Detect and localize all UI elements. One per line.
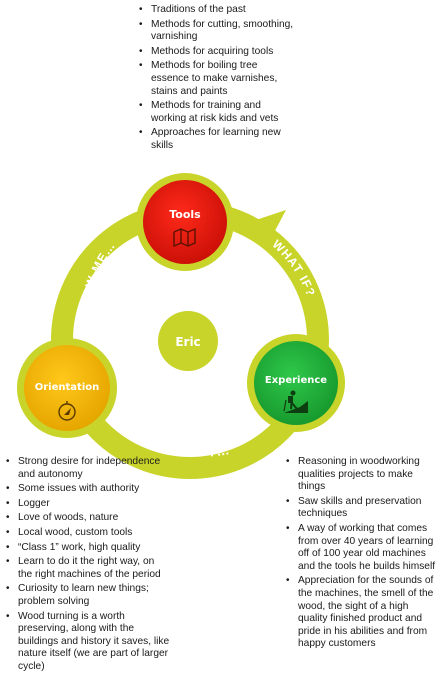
orientation-list: Strong desire for independence and auton…	[4, 456, 170, 676]
experience-list: Reasoning in woodworking qualities proje…	[284, 456, 436, 653]
list-item: Love of woods, nature	[4, 512, 170, 525]
tools-list: Traditions of the past Methods for cutti…	[137, 4, 297, 155]
list-item: Strong desire for independence and auton…	[4, 456, 170, 481]
list-item: Some issues with authority	[4, 483, 170, 496]
list-item: Logger	[4, 498, 170, 511]
list-item: Reasoning in woodworking qualities proje…	[284, 456, 436, 494]
list-item: Methods for boiling tree essence to make…	[137, 60, 297, 98]
compass-icon	[58, 401, 76, 421]
what-if-label: WHAT IF?	[270, 237, 319, 299]
list-item: Traditions of the past	[137, 4, 297, 17]
list-item: Methods for training and working at risk…	[137, 100, 297, 125]
list-item: Local wood, custom tools	[4, 527, 170, 540]
list-item: Curiosity to learn new things; problem s…	[4, 583, 170, 608]
list-item: Methods for acquiring tools	[137, 46, 297, 59]
center-node: Eric	[158, 311, 218, 371]
list-item: Saw skills and preservation techniques	[284, 496, 436, 521]
orientation-label: Orientation	[35, 382, 100, 393]
list-item: Wood turning is a worth preserving, alon…	[4, 611, 170, 674]
experience-node: Experience	[247, 334, 345, 432]
tools-label: Tools	[169, 208, 201, 221]
center-label: Eric	[175, 335, 200, 349]
tools-node: Tools	[136, 173, 234, 271]
list-item: Learn to do it the right way, on the rig…	[4, 556, 170, 581]
list-item: Appreciation for the sounds of the machi…	[284, 575, 436, 651]
orientation-node: Orientation	[17, 338, 117, 438]
experience-label: Experience	[265, 375, 327, 386]
hiker-icon	[283, 390, 308, 413]
list-item: “Class 1” work, high quality	[4, 542, 170, 555]
list-item: Approaches for learning new skills	[137, 127, 297, 152]
what-if-arrowhead	[250, 210, 286, 244]
list-item: A way of working that comes from over 40…	[284, 523, 436, 573]
map-icon	[173, 227, 196, 248]
list-item: Methods for cutting, smoothing, varnishi…	[137, 19, 297, 44]
